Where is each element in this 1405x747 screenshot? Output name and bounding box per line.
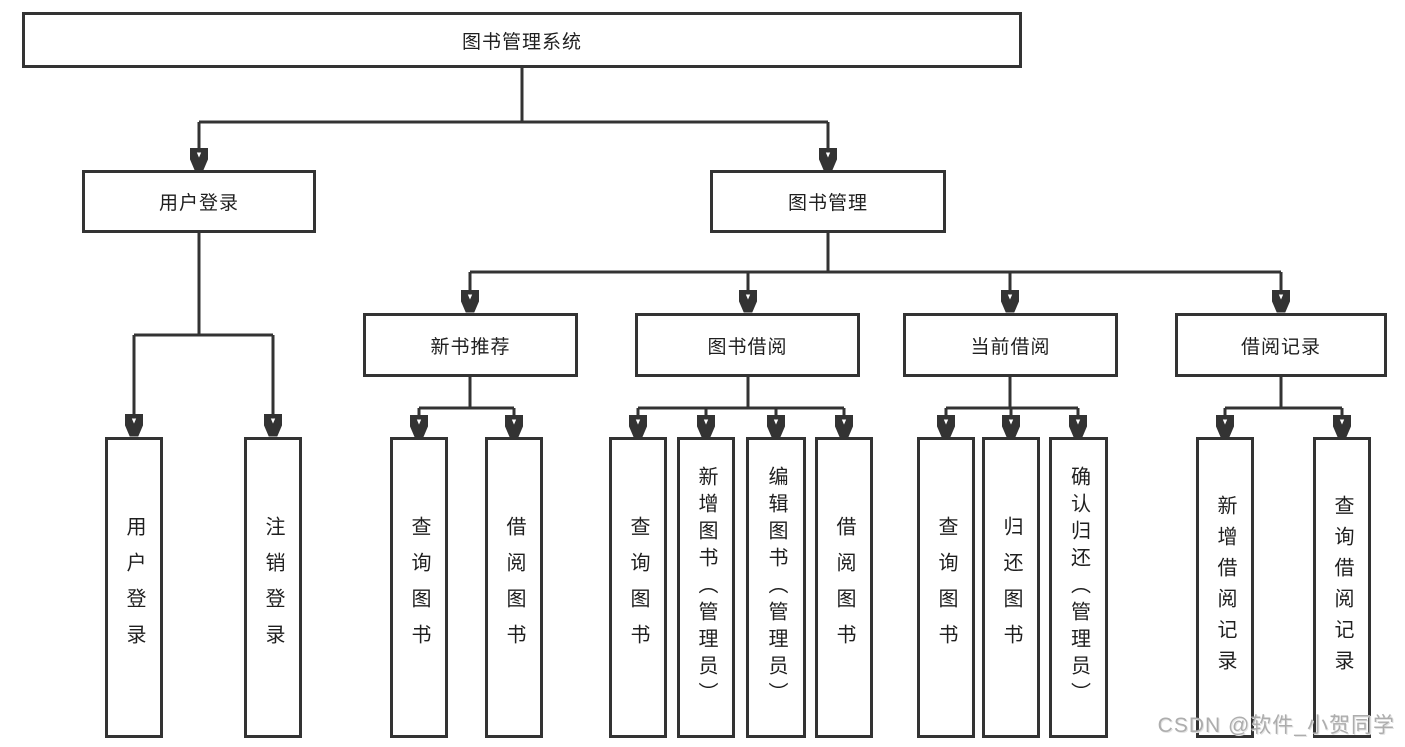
node-leaf-bb-query-book: 查询图书 [609,437,667,738]
node-book-borrow: 图书借阅 [635,313,860,377]
node-leaf-bb-add-book-admin: 新增图书（管理员） [677,437,735,738]
node-leaf-nb-query-book: 查询图书 [390,437,448,738]
node-new-book-recommend: 新书推荐 [363,313,578,377]
node-leaf-bb-borrow-book: 借阅图书 [815,437,873,738]
node-leaf-br-query-record: 查询借阅记录 [1313,437,1371,738]
node-leaf-user-login: 用户登录 [105,437,163,738]
node-leaf-br-add-record: 新增借阅记录 [1196,437,1254,738]
node-leaf-bb-edit-book-admin: 编辑图书（管理员） [746,437,806,738]
node-leaf-cb-return-book: 归还图书 [982,437,1040,738]
csdn-watermark: CSDN @软件_小贺同学 [1157,714,1395,737]
node-book-management: 图书管理 [710,170,946,233]
node-current-borrow: 当前借阅 [903,313,1118,377]
node-leaf-nb-borrow-book: 借阅图书 [485,437,543,738]
node-user-login-group: 用户登录 [82,170,316,233]
node-system-root: 图书管理系统 [22,12,1022,68]
node-leaf-cb-confirm-return-admin: 确认归还（管理员） [1049,437,1108,738]
node-leaf-cb-query-book: 查询图书 [917,437,975,738]
node-borrow-record: 借阅记录 [1175,313,1387,377]
node-leaf-logout: 注销登录 [244,437,302,738]
